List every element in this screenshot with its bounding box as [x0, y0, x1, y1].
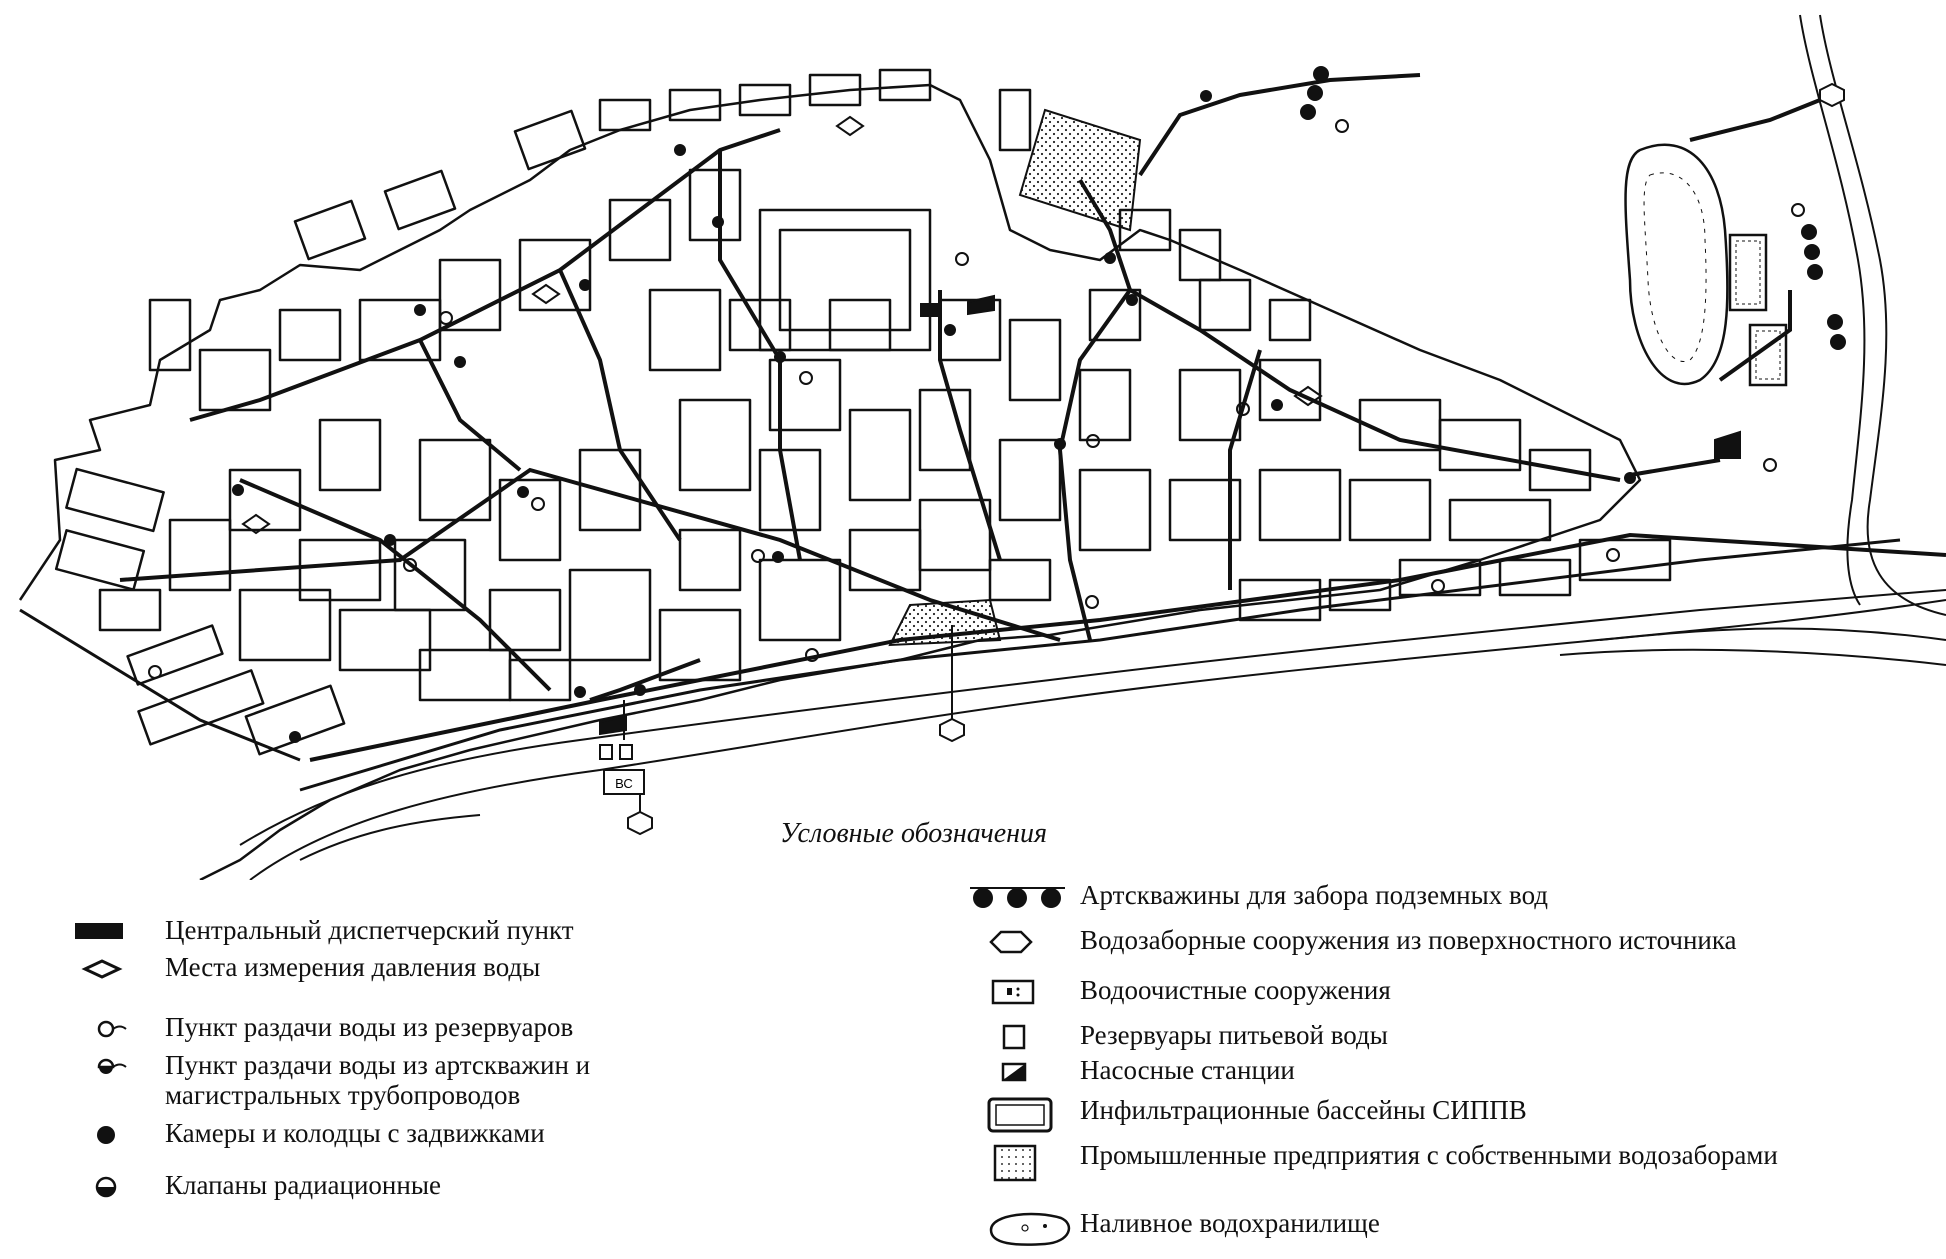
radiation-valve-icon [70, 1170, 165, 1204]
water-supply-map: ВС [18, 14, 1946, 880]
legend-reservoir-distribution: Пункт раздачи воды из резервуаров [70, 1012, 573, 1046]
storage-reservoir [1624, 143, 1729, 386]
legend-artesian-wells: Артскважины для забора подземных вод [965, 880, 1548, 914]
distribution-points [148, 119, 1805, 679]
legend-storage-reservoir: Наливное водохранилище [985, 1208, 1380, 1246]
legend-drinking-reservoir: Резервуары питьевой воды [985, 1020, 1388, 1054]
river-branch [1799, 14, 1946, 616]
well-distribution-icon [70, 1050, 165, 1084]
pressure-point-icon [70, 952, 165, 986]
pressure-points [241, 115, 1323, 535]
storage-reservoir-icon [985, 1208, 1080, 1246]
city-blocks [18, 68, 1672, 880]
legend-infiltration-basin: Инфильтрационные бассейны СИППВ [985, 1095, 1527, 1133]
infiltration-basin-icon [985, 1095, 1080, 1133]
legend-pressure-point: Места измерения давления воды [70, 952, 540, 986]
legend-central-dispatch: Центральный диспетчерский пункт [70, 915, 574, 949]
pump-stations [599, 294, 1741, 736]
drinking-reservoir-icon [985, 1020, 1080, 1054]
water-mains [119, 73, 1946, 762]
river [239, 589, 1946, 880]
industrial-zones [888, 108, 1142, 647]
artesian-wells [1300, 66, 1846, 350]
legend-valve-chamber: Камеры и колодцы с задвижками [70, 1118, 545, 1152]
svg-text:ВС: ВС [615, 776, 633, 791]
legend-surface-intake: Водозаборные сооружения из поверхностног… [985, 925, 1737, 959]
legend-radiation-valve: Клапаны радиационные [70, 1170, 441, 1204]
valve-chambers [232, 90, 1636, 743]
railway [19, 538, 1901, 792]
legend-pump-station: Насосные станции [985, 1055, 1295, 1089]
legend-industrial-intake: Промышленные предприятия с собственными … [985, 1140, 1925, 1182]
legend-title: Условные обозначения [780, 818, 1048, 849]
valve-chamber-icon [70, 1118, 165, 1152]
treatment-plant: ВС [599, 744, 645, 795]
central-dispatch-icon [70, 915, 165, 949]
infiltration-basins [1728, 233, 1788, 387]
central-dispatch-marker [920, 303, 942, 317]
industrial-intake-icon [985, 1140, 1080, 1182]
reservoir-distribution-icon [70, 1012, 165, 1046]
surface-intakes [627, 82, 1845, 836]
artesian-wells-icon [965, 880, 1080, 914]
legend-treatment-plant: Водоочистные сооружения [985, 975, 1391, 1009]
treatment-plant-icon [985, 975, 1080, 1009]
surface-intake-icon [985, 925, 1080, 959]
legend-well-distribution: Пункт раздачи воды из артскважин и магис… [70, 1050, 710, 1110]
pump-station-icon [985, 1055, 1080, 1089]
